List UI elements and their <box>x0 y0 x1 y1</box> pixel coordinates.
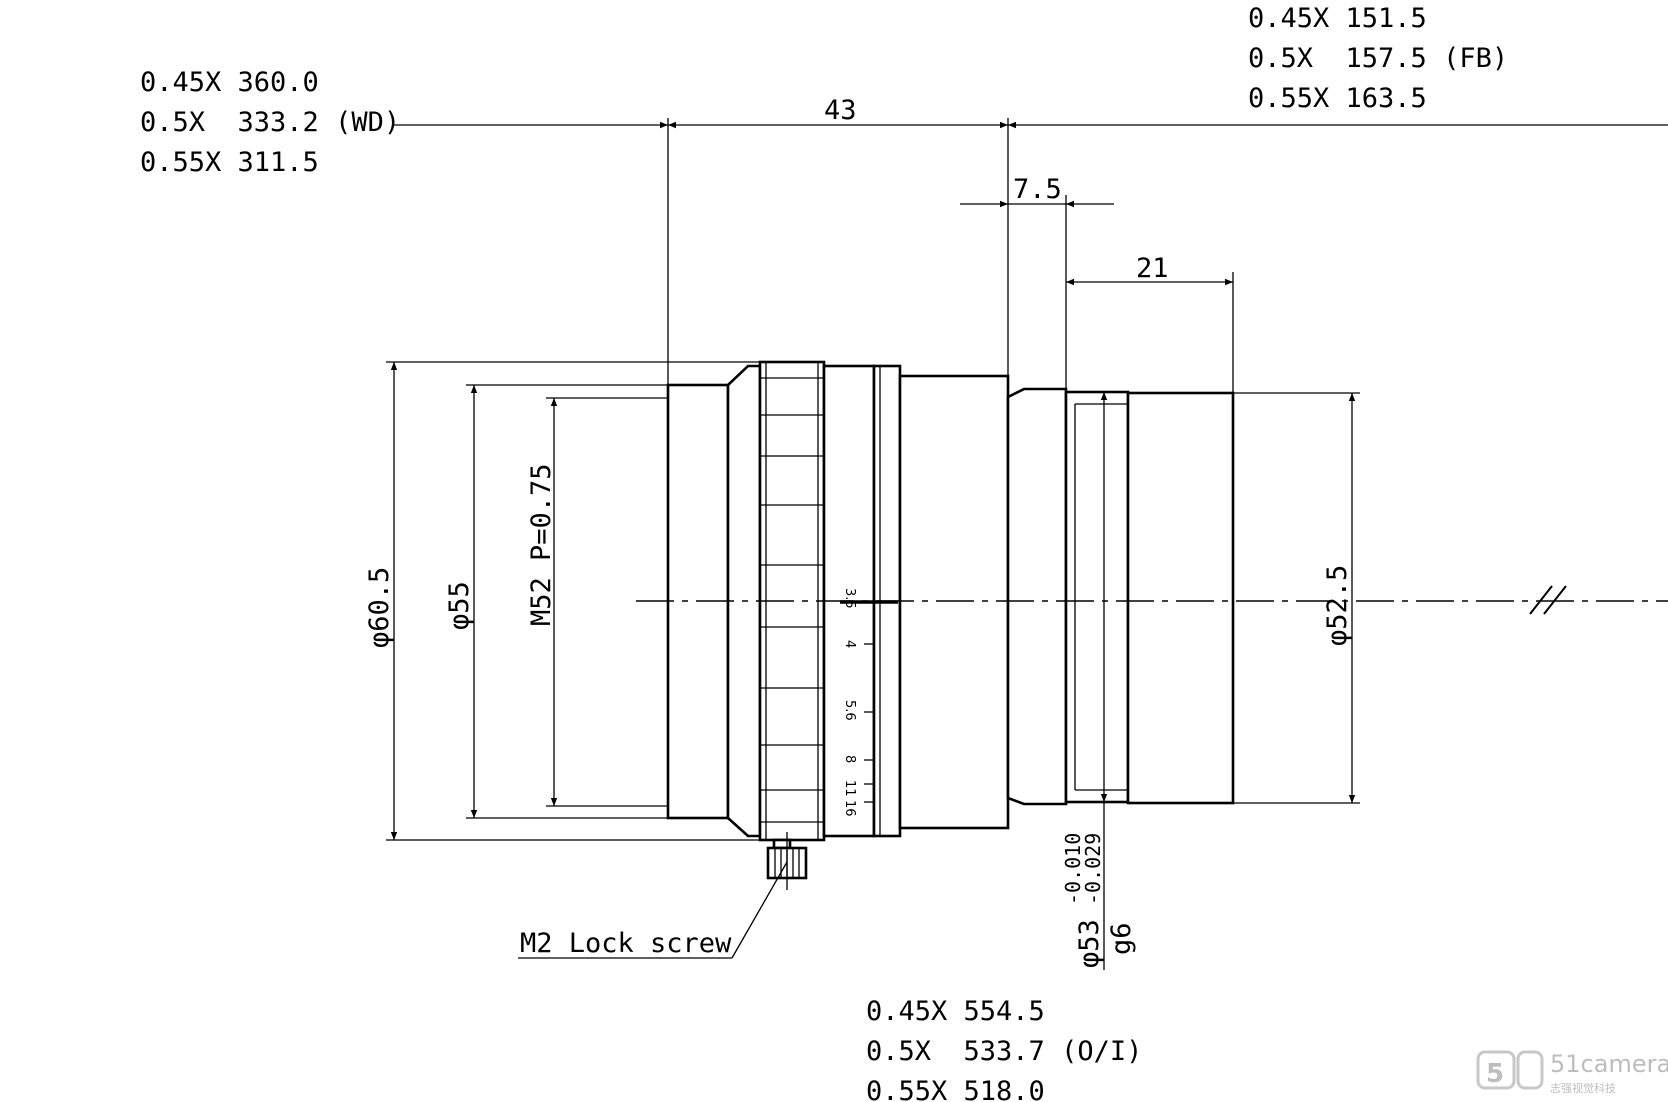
oi-row-1: 0.45X 554.5 <box>866 996 1045 1027</box>
thread-label: M52 P=0.75 <box>526 463 557 626</box>
dimension-21-label: 21 <box>1136 253 1169 284</box>
dimension-7-5: 7.5 <box>960 174 1114 208</box>
aperture-scale: 3.5 4 5.6 8 11 16 <box>842 588 874 817</box>
oi-row-3: 0.55X 518.0 <box>866 1076 1045 1102</box>
working-distance-table: 0.45X 360.0 0.5X 333.2 (WD) 0.55X 311.5 <box>140 67 400 178</box>
aperture-5-6: 5.6 <box>842 700 857 721</box>
dimension-dia-52-5: φ52.5 <box>1233 392 1360 804</box>
mount-tol-upper: -0.010 <box>1061 833 1085 905</box>
rear-barrel <box>1126 391 1235 805</box>
dimension-21: 21 <box>1066 253 1233 286</box>
mount-dia-label: φ53 <box>1074 919 1105 968</box>
lock-screw-callout: M2 Lock screw <box>518 861 788 959</box>
wd-row-2: 0.5X 333.2 (WD) <box>140 107 400 138</box>
lock-screw-label: M2 Lock screw <box>520 928 732 959</box>
dimension-dia-60-5: φ60.5 <box>364 361 760 841</box>
dimension-dia-55: φ55 <box>444 384 668 819</box>
dia-55-label: φ55 <box>444 581 475 630</box>
mount-fit-label: g6 <box>1106 922 1137 955</box>
aperture-8: 8 <box>842 755 857 763</box>
watermark-subtitle: 志强视觉科技 <box>1550 1081 1616 1095</box>
oi-row-2: 0.5X 533.7 (O/I) <box>866 1036 1142 1067</box>
fb-row-3: 0.55X 163.5 <box>1248 83 1427 114</box>
dimension-thread: M52 P=0.75 <box>526 397 668 807</box>
aperture-16: 16 <box>842 800 857 817</box>
aperture-11: 11 <box>842 780 857 797</box>
break-symbol <box>1529 585 1567 615</box>
watermark: 5 51camera 志强视觉科技 <box>1476 1050 1668 1095</box>
lens-body <box>666 360 1235 890</box>
dia-52-5-label: φ52.5 <box>1322 565 1353 646</box>
watermark-logo-icon: 5 <box>1476 1050 1544 1090</box>
aperture-ring-knurling <box>760 362 824 840</box>
watermark-brand: 51camera <box>1550 1050 1668 1078</box>
aperture-4: 4 <box>842 640 857 648</box>
mount-tol-lower: -0.029 <box>1081 833 1105 905</box>
rear-taper <box>1006 387 1068 806</box>
top-dimension-line: 43 <box>392 95 1668 129</box>
fb-row-1: 0.45X 151.5 <box>1248 3 1427 34</box>
dimension-mount: φ53 -0.010 -0.029 g6 <box>1061 392 1137 970</box>
wd-row-1: 0.45X 360.0 <box>140 67 319 98</box>
dia-60-5-label: φ60.5 <box>364 567 395 648</box>
dimension-7-5-label: 7.5 <box>1013 174 1062 205</box>
svg-text:5: 5 <box>1486 1059 1504 1089</box>
fb-row-2: 0.5X 157.5 (FB) <box>1248 43 1508 74</box>
main-body <box>898 374 1010 830</box>
aperture-3-5: 3.5 <box>842 588 857 609</box>
flange-back-table: 0.45X 151.5 0.5X 157.5 (FB) 0.55X 163.5 <box>1248 3 1508 114</box>
dimension-43-label: 43 <box>824 95 857 126</box>
wd-row-3: 0.55X 311.5 <box>140 147 319 178</box>
object-image-table: 0.45X 554.5 0.5X 533.7 (O/I) 0.55X 518.0 <box>866 996 1142 1102</box>
